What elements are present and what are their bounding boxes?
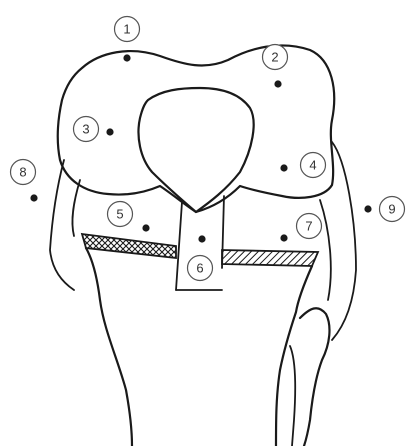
- marker-9-label: 9: [388, 202, 395, 217]
- medial-collateral-inner: [72, 180, 80, 236]
- marker-5-label: 5: [116, 207, 123, 222]
- marker-1: 1: [115, 17, 140, 42]
- marker-5: 5: [108, 202, 133, 227]
- fibula: [300, 308, 329, 446]
- marker-6-label: 6: [196, 261, 203, 276]
- marker-3: 3: [74, 117, 99, 142]
- tibia-outline: [86, 248, 132, 446]
- point-dot-6: [198, 235, 205, 242]
- medial-meniscus: [82, 234, 176, 258]
- marker-4: 4: [301, 153, 326, 178]
- intercondylar-notch: [139, 88, 254, 212]
- lateral-meniscus: [222, 250, 318, 266]
- point-dot-1: [123, 54, 130, 61]
- lateral-collateral-inner: [320, 200, 331, 300]
- point-dot-9: [364, 205, 371, 212]
- marker-2-label: 2: [271, 50, 278, 65]
- femoral-condyles-outline: [58, 45, 334, 212]
- point-dot-7: [280, 234, 287, 241]
- marker-8-label: 8: [19, 165, 26, 180]
- point-dot-3: [106, 128, 113, 135]
- point-dot-2: [274, 80, 281, 87]
- marker-9: 9: [380, 197, 405, 222]
- marker-7-label: 7: [305, 219, 312, 234]
- marker-1-label: 1: [123, 22, 130, 37]
- marker-6: 6: [188, 256, 213, 281]
- point-dots: [30, 54, 371, 242]
- lateral-collateral-ligament: [332, 142, 356, 340]
- marker-4-label: 4: [309, 158, 316, 173]
- fibula-inner: [290, 346, 295, 446]
- marker-3-label: 3: [82, 122, 89, 137]
- marker-7: 7: [297, 214, 322, 239]
- point-dot-4: [280, 164, 287, 171]
- point-dot-8: [30, 194, 37, 201]
- marker-8: 8: [11, 160, 36, 185]
- point-dot-5: [142, 224, 149, 231]
- marker-2: 2: [263, 45, 288, 70]
